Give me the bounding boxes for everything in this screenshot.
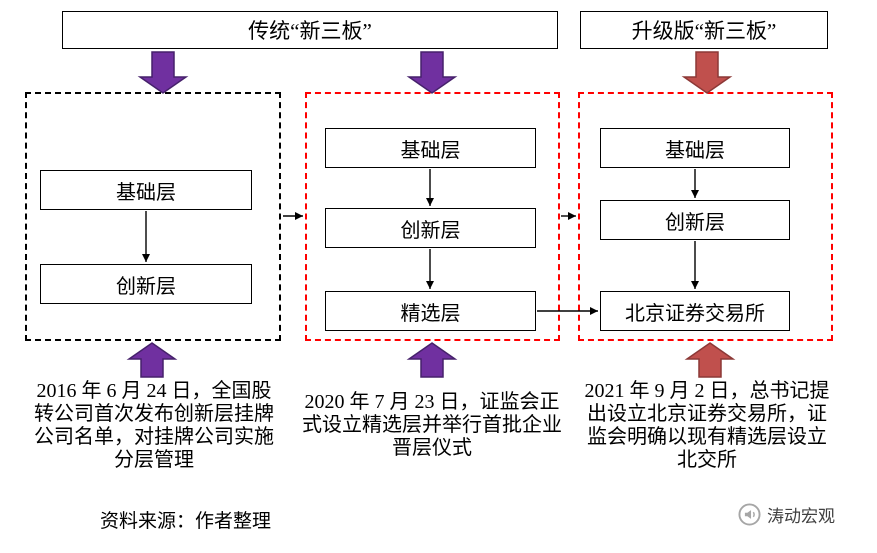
header-upgraded: 升级版“新三板” [580,11,828,49]
down-block-arrow-purple-left [137,51,189,94]
up-block-arrow-red [684,342,736,378]
layer-box-innovation: 创新层 [40,264,252,304]
watermark: 涛动宏观 [738,502,835,527]
layer-box-select: 精选层 [325,291,536,331]
up-block-arrow-purple-left [126,342,178,378]
panel-traditional-2016 [25,92,281,341]
source-note: 资料来源：作者整理 [100,511,272,532]
caption-2021: 2021 年 9 月 2 日，总书记提出设立北京证券交易所，证监会明确以现有精选… [584,380,830,471]
layer-box-base: 基础层 [40,170,252,210]
layer-box-base: 基础层 [600,128,790,168]
panel-upgraded-2021 [578,92,833,341]
layer-box-innovation: 创新层 [325,208,536,248]
up-block-arrow-purple-middle [406,342,458,378]
layer-box-innovation: 创新层 [600,200,790,240]
caption-2016: 2016 年 6 月 24 日，全国股转公司首次发布创新层挂牌公司名单，对挂牌公… [34,380,274,471]
watermark-logo-icon [738,503,761,526]
header-traditional: 传统“新三板” [62,11,558,49]
watermark-text: 涛动宏观 [767,507,835,526]
layer-box-base: 基础层 [325,128,536,168]
down-block-arrow-red [681,51,733,94]
caption-2020: 2020 年 7 月 23 日，证监会正式设立精选层并举行首批企业晋层仪式 [302,391,562,459]
down-block-arrow-purple-middle [406,51,458,94]
layer-box-bse: 北京证券交易所 [600,291,790,331]
